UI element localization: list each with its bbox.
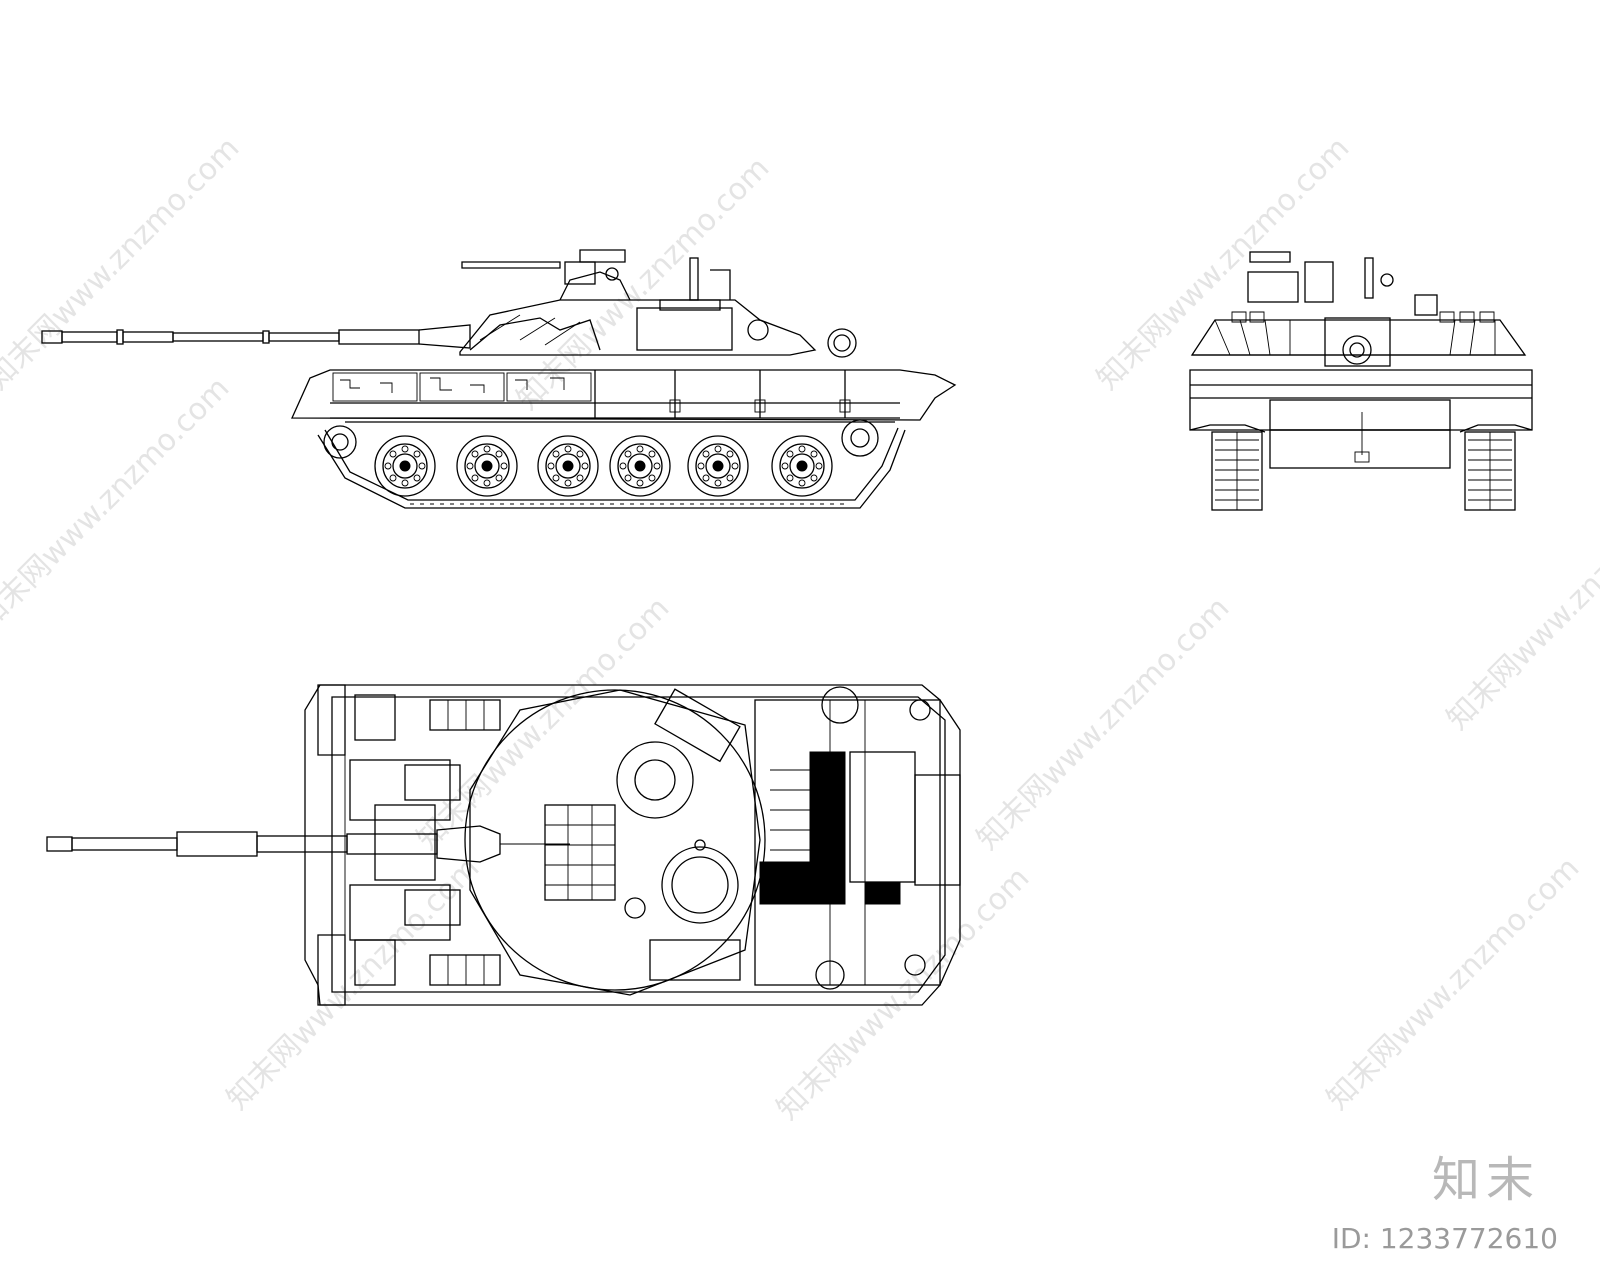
road-wheel-bolt [786,474,794,482]
road-wheel-part [481,460,493,472]
road-wheel-bolt [648,474,656,482]
road-wheel-part [796,460,808,472]
road-wheel-part [634,460,646,472]
road-wheel-bolt [702,474,710,482]
road-wheel-bolt [547,462,555,470]
road-wheel-part [537,435,599,497]
road-wheel-part [374,435,436,497]
road-wheel-part [399,460,411,472]
side-turret [459,249,857,358]
road-wheel-part [382,443,428,489]
road-wheel-bolt [576,474,584,482]
road-wheel-bolt [648,450,656,458]
road-wheel-bolt [786,450,794,458]
road-wheel-bolt [702,450,710,458]
road-wheel-part [687,435,749,497]
road-wheel-bolt [714,479,722,487]
road-wheel-bolt [576,450,584,458]
road-wheel-part [712,460,724,472]
road-wheel-part [555,453,581,479]
road-wheel-bolt [471,474,479,482]
road-wheel-bolt [552,450,560,458]
road-wheel-part [609,435,671,497]
road-wheel-part [779,443,825,489]
side-road-wheels [374,435,833,497]
road-wheel-bolt [636,445,644,453]
road-wheel-bolt [564,479,572,487]
road-wheel-part [474,453,500,479]
road-wheel-bolt [418,462,426,470]
road-wheel-bolt [781,462,789,470]
road-wheel-part [562,460,574,472]
side-view [41,249,957,509]
road-wheel-bolt [636,479,644,487]
road-wheel-bolt [384,462,392,470]
road-wheel-bolt [798,445,806,453]
road-wheel-bolt [389,474,397,482]
road-wheel-part [771,435,833,497]
road-wheel-bolt [495,474,503,482]
road-wheel-part [705,453,731,479]
road-wheel-bolt [483,445,491,453]
road-wheel-bolt [581,462,589,470]
road-wheel-bolt [483,479,491,487]
road-wheel-bolt [552,474,560,482]
top-view [46,684,961,1006]
road-wheel-bolt [624,474,632,482]
road-wheel-bolt [413,450,421,458]
road-wheel-bolt [619,462,627,470]
road-wheel-bolt [653,462,661,470]
road-wheel-bolt [726,450,734,458]
road-wheel-bolt [471,450,479,458]
road-wheel-part [545,443,591,489]
drawing-id-label: ID: 1233772610 [1331,1222,1558,1255]
road-wheel-bolt [413,474,421,482]
road-wheel-bolt [798,479,806,487]
road-wheel-bolt [714,445,722,453]
road-wheel-bolt [810,474,818,482]
front-view [1189,251,1533,511]
road-wheel-bolt [466,462,474,470]
road-wheel-part [627,453,653,479]
road-wheel-part [617,443,663,489]
road-wheel-bolt [624,450,632,458]
side-hull [290,369,957,421]
road-wheel-bolt [495,450,503,458]
road-wheel-part [392,453,418,479]
road-wheel-bolt [401,479,409,487]
road-wheel-bolt [500,462,508,470]
road-wheel-bolt [389,450,397,458]
road-wheel-bolt [564,445,572,453]
side-gun-barrel [41,324,471,349]
brand-logo: 知末 [1431,1152,1540,1208]
road-wheel-bolt [731,462,739,470]
road-wheel-bolt [697,462,705,470]
road-wheel-bolt [815,462,823,470]
road-wheel-part [456,435,518,497]
road-wheel-part [789,453,815,479]
road-wheel-bolt [726,474,734,482]
road-wheel-part [695,443,741,489]
road-wheel-bolt [401,445,409,453]
road-wheel-bolt [810,450,818,458]
road-wheel-part [464,443,510,489]
side-track [317,419,906,509]
